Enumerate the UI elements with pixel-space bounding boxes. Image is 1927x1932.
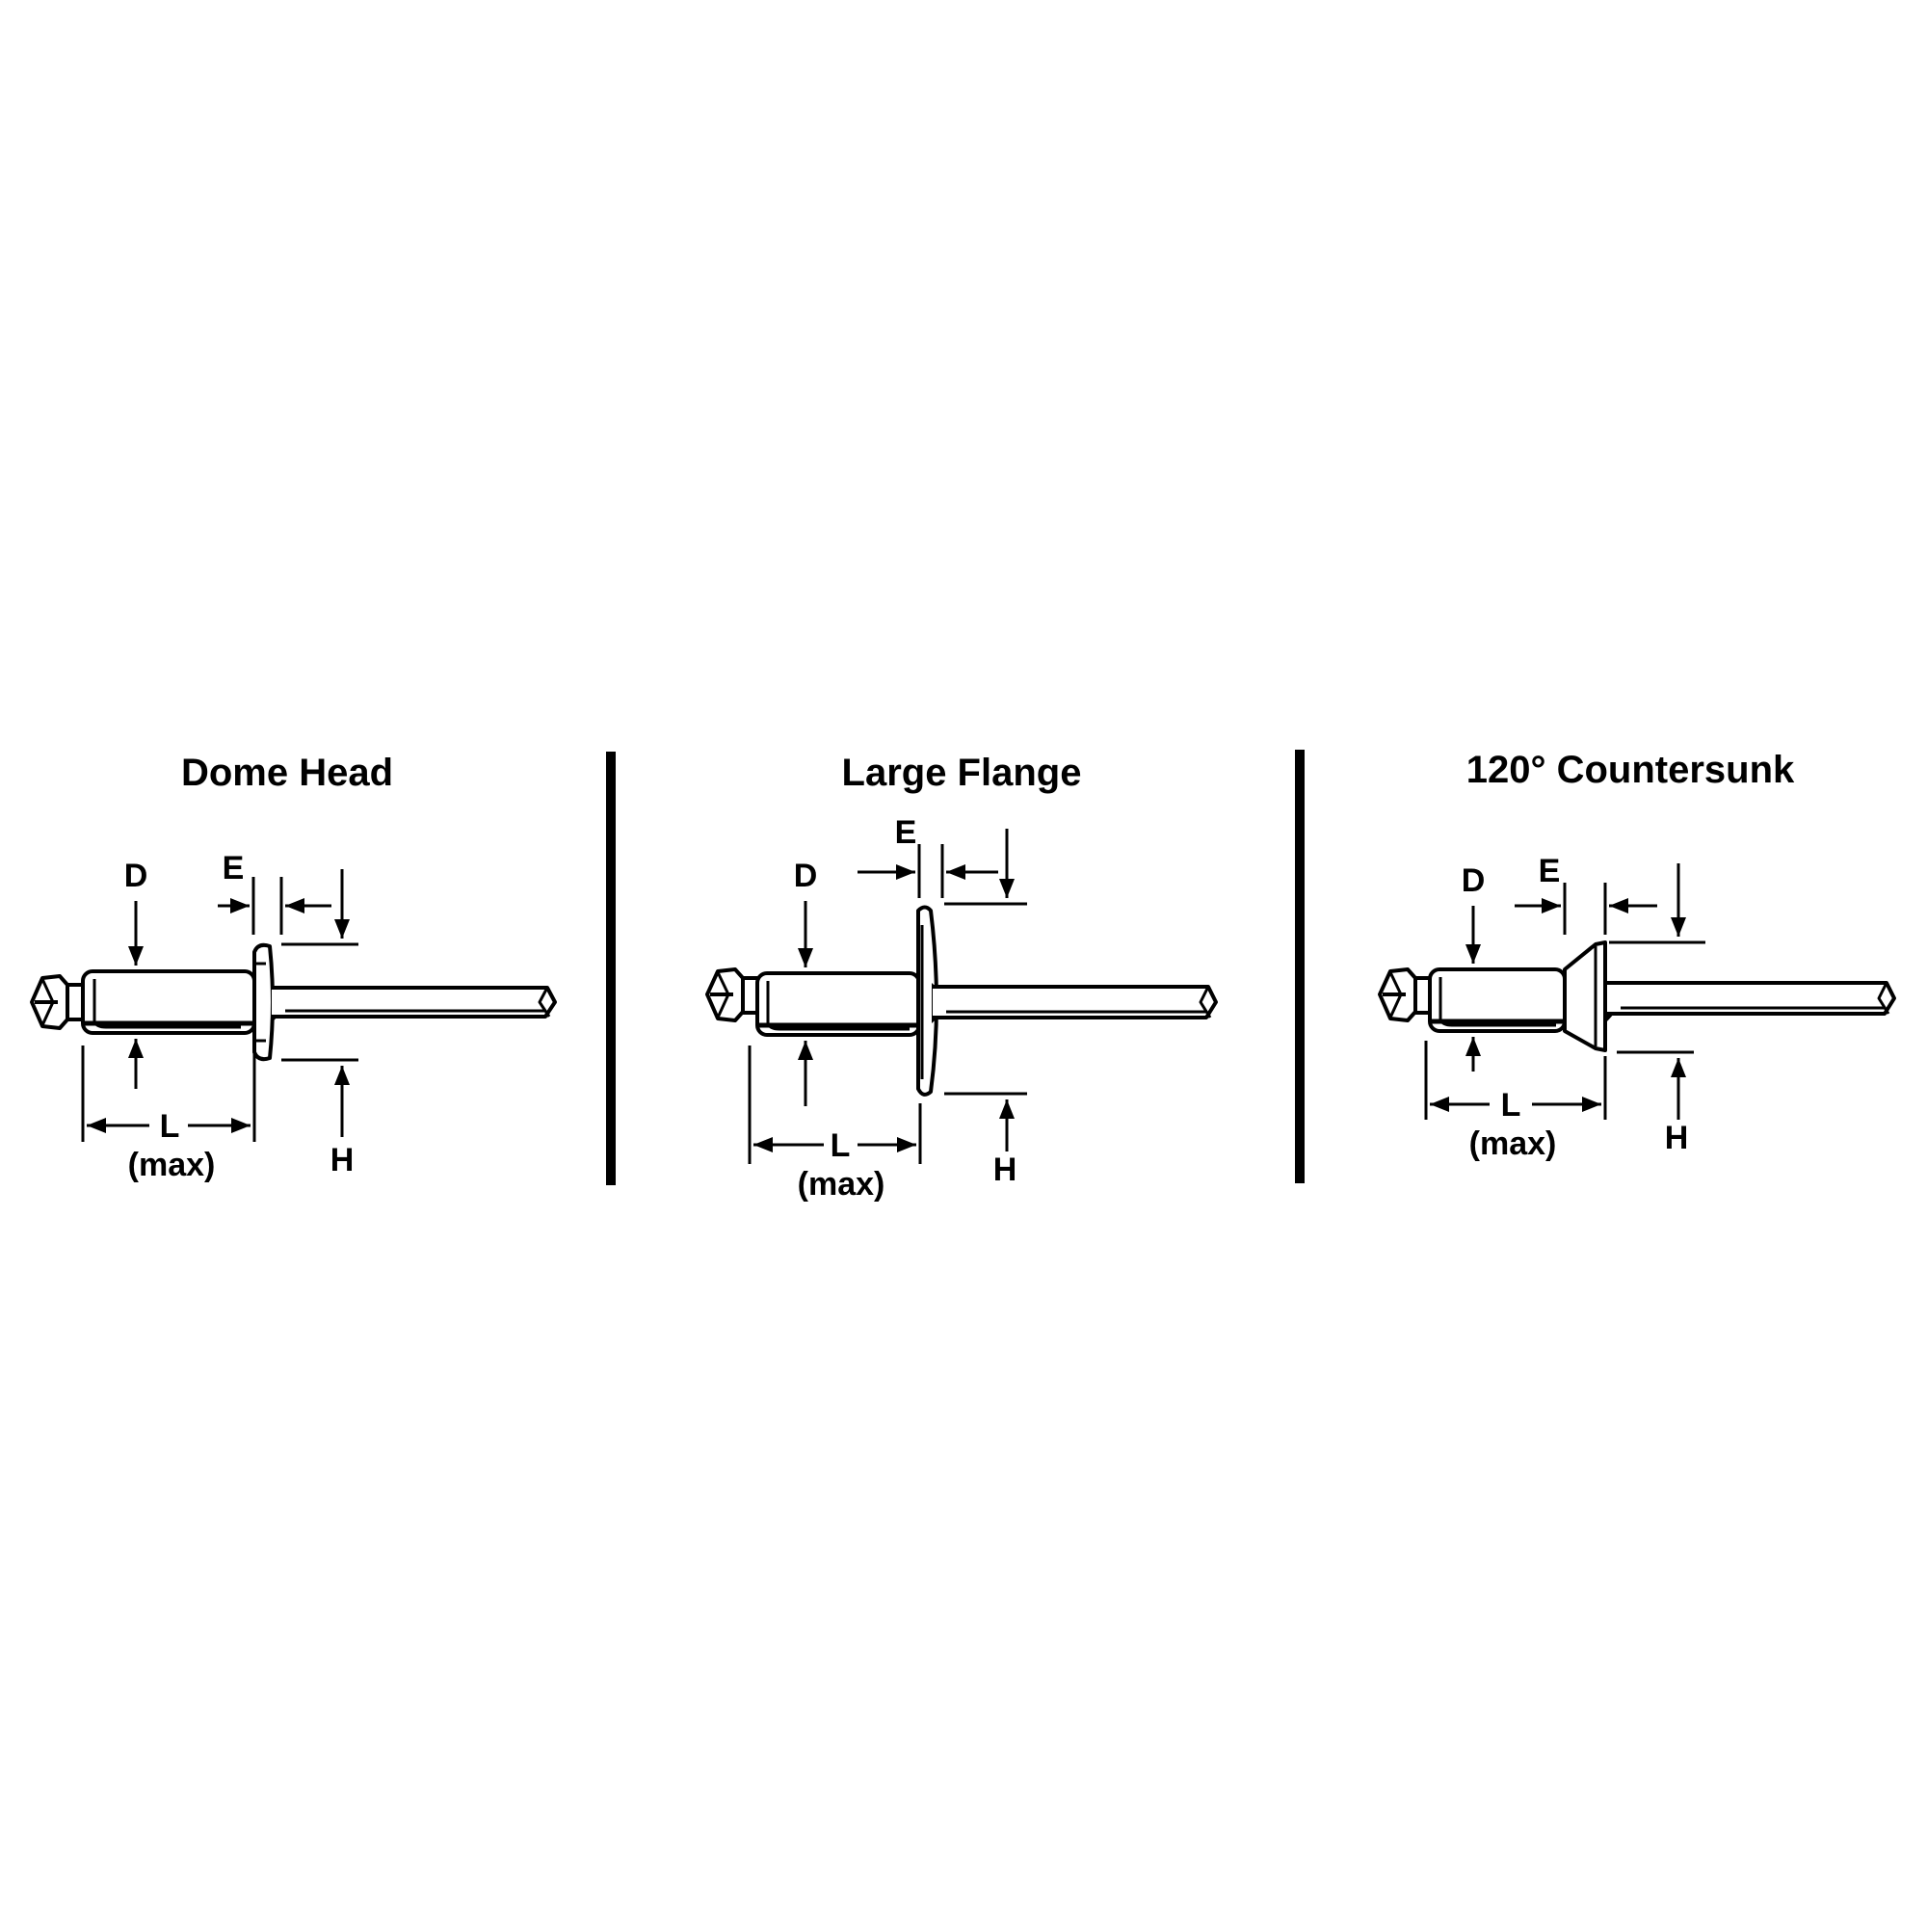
label-max: (max) xyxy=(798,1166,885,1203)
dome-head-rivet xyxy=(30,942,557,1062)
label-h: H xyxy=(1665,1120,1689,1156)
label-e: E xyxy=(895,814,917,851)
large-flange-dimensions xyxy=(748,829,1027,1164)
panel-countersunk: 120° Countersunk xyxy=(1378,749,1896,1162)
label-d: D xyxy=(1462,862,1486,899)
dome-head-dimensions xyxy=(81,869,358,1142)
label-max: (max) xyxy=(1469,1125,1557,1162)
countersunk-rivet xyxy=(1378,940,1896,1052)
label-h: H xyxy=(993,1151,1017,1188)
panel-title: Dome Head xyxy=(181,752,393,794)
countersunk-head xyxy=(1563,940,1607,1052)
mandrel-shank xyxy=(1607,981,1896,1016)
label-d: D xyxy=(124,858,148,894)
label-e: E xyxy=(223,850,245,887)
panel-dome-head: Dome Head xyxy=(30,752,557,1183)
panel-title: Large Flange xyxy=(842,752,1082,794)
label-h: H xyxy=(330,1142,355,1178)
panel-title: 120° Countersunk xyxy=(1466,749,1795,791)
label-l: L xyxy=(160,1108,180,1145)
panel-large-flange: Large Flange xyxy=(705,752,1218,1203)
label-max: (max) xyxy=(128,1147,216,1183)
mandrel-shank xyxy=(933,985,1218,1019)
divider-right xyxy=(1295,750,1305,1183)
label-l: L xyxy=(831,1127,851,1164)
countersunk-dimensions xyxy=(1424,863,1705,1120)
divider-left xyxy=(606,752,616,1185)
mandrel-neck xyxy=(66,983,85,1021)
label-l: L xyxy=(1501,1087,1521,1124)
label-e: E xyxy=(1539,853,1561,889)
large-flange-rivet xyxy=(705,905,1218,1097)
label-d: D xyxy=(794,858,818,894)
